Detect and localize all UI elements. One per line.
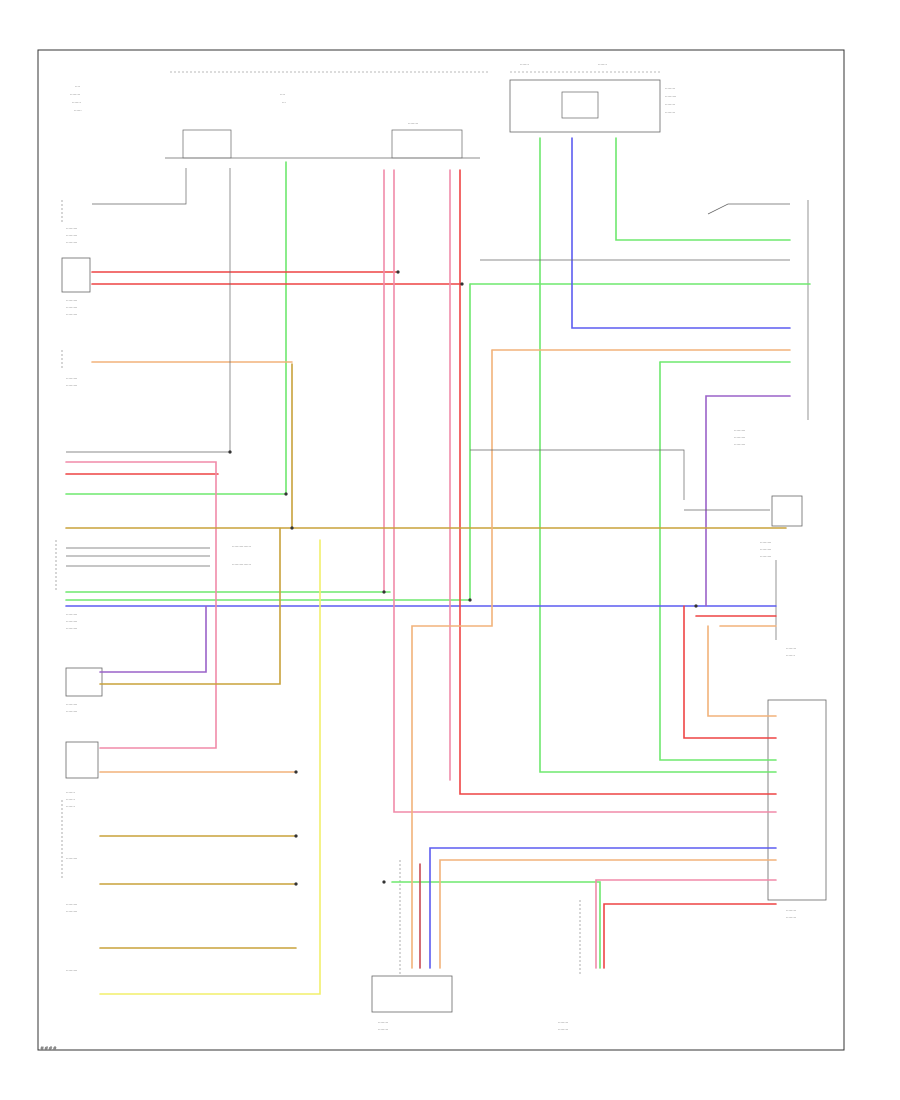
svg-text:···············: ··············· <box>232 544 251 549</box>
svg-text:·········: ········· <box>734 428 745 433</box>
svg-text:·········: ········· <box>66 702 77 707</box>
wire-green <box>615 137 791 241</box>
svg-text:·········: ········· <box>66 312 77 317</box>
fuse-box: ·············· ·························… <box>509 62 676 133</box>
splice-points <box>228 270 698 886</box>
svg-text:········: ········ <box>70 92 80 97</box>
svg-text:·········: ········· <box>66 305 77 310</box>
svg-text:········: ········ <box>558 1020 568 1025</box>
svg-text:·········: ········· <box>66 968 77 973</box>
svg-text:·······: ······· <box>66 804 75 809</box>
component-boxes <box>55 200 827 1013</box>
wire-orange <box>707 625 777 717</box>
wire-blue <box>99 605 207 673</box>
svg-text:········: ········ <box>786 646 796 651</box>
svg-text:········: ········ <box>786 908 796 913</box>
wire-violet <box>705 395 791 607</box>
component-box <box>65 667 103 697</box>
svg-text:·········: ········· <box>66 376 77 381</box>
svg-text:·········: ········· <box>760 547 771 552</box>
svg-text:········: ········ <box>665 110 675 115</box>
wire-gray <box>92 168 187 205</box>
diagram-code: #### <box>40 1046 57 1052</box>
connector-box <box>767 699 827 901</box>
svg-text:········: ········ <box>558 1027 568 1032</box>
connector-box <box>771 495 803 527</box>
svg-text:········: ········ <box>665 102 675 107</box>
svg-text:·········: ········· <box>760 540 771 545</box>
wire-red <box>683 605 777 739</box>
wire-yellow <box>99 539 321 995</box>
svg-text:····: ···· <box>75 84 80 89</box>
wire-orange <box>411 349 493 969</box>
svg-text:·········: ········· <box>66 619 77 624</box>
top-connector-area: ························· ······· ······… <box>70 71 490 159</box>
svg-text:·········: ········· <box>66 626 77 631</box>
svg-text:·········: ········· <box>66 612 77 617</box>
wire-green <box>391 881 601 969</box>
wire-red <box>595 879 777 969</box>
wire-red <box>459 169 777 795</box>
svg-text:·········: ········· <box>66 709 77 714</box>
svg-text:···············: ··············· <box>232 562 251 567</box>
svg-text:·········: ········· <box>66 856 77 861</box>
wire-green <box>65 161 287 495</box>
wire-gray <box>470 449 685 500</box>
svg-text:········: ········ <box>786 915 796 920</box>
component-box <box>65 741 99 779</box>
component-box <box>61 257 91 293</box>
svg-text:·········: ········· <box>66 298 77 303</box>
svg-text:·······: ······· <box>520 62 529 67</box>
svg-text:·······: ······· <box>66 797 75 802</box>
wire-red <box>603 903 777 969</box>
svg-text:········: ········ <box>408 121 418 126</box>
wire-green <box>659 361 777 761</box>
svg-text:·········: ········· <box>734 442 745 447</box>
wire-blue <box>571 137 791 329</box>
svg-text:········: ········ <box>665 86 675 91</box>
svg-text:·········: ········· <box>760 554 771 559</box>
svg-text:·········: ········· <box>66 233 77 238</box>
svg-text:········: ········ <box>378 1020 388 1025</box>
svg-text:·······: ······· <box>786 653 795 658</box>
wire-red <box>65 461 217 749</box>
svg-text:······: ······ <box>74 108 82 113</box>
diagram-frame <box>37 49 845 1051</box>
svg-text:·········: ········· <box>66 226 77 231</box>
svg-text:·······: ······· <box>66 790 75 795</box>
wire-tan <box>99 527 281 685</box>
svg-text:·········: ········· <box>66 240 77 245</box>
wires <box>65 137 811 995</box>
svg-text:·········: ········· <box>66 383 77 388</box>
svg-text:·········: ········· <box>665 94 676 99</box>
svg-text:·········: ········· <box>66 909 77 914</box>
wire-green <box>539 137 777 773</box>
wire-gray <box>66 168 231 453</box>
svg-text:·········: ········· <box>734 435 745 440</box>
wire-green <box>65 283 471 601</box>
component-box <box>371 975 453 1013</box>
svg-text:·······: ······· <box>598 62 607 67</box>
svg-text:···: ··· <box>282 100 286 105</box>
illegible-labels: ··························· ············… <box>66 226 796 1032</box>
wire-red <box>393 169 777 813</box>
wire-blue <box>429 847 777 969</box>
svg-text:·······: ······· <box>72 100 81 105</box>
wire-gray <box>707 203 790 215</box>
svg-text:········: ········ <box>378 1027 388 1032</box>
wire-orange <box>439 859 777 969</box>
svg-text:····: ···· <box>280 92 285 97</box>
svg-text:·········: ········· <box>66 902 77 907</box>
